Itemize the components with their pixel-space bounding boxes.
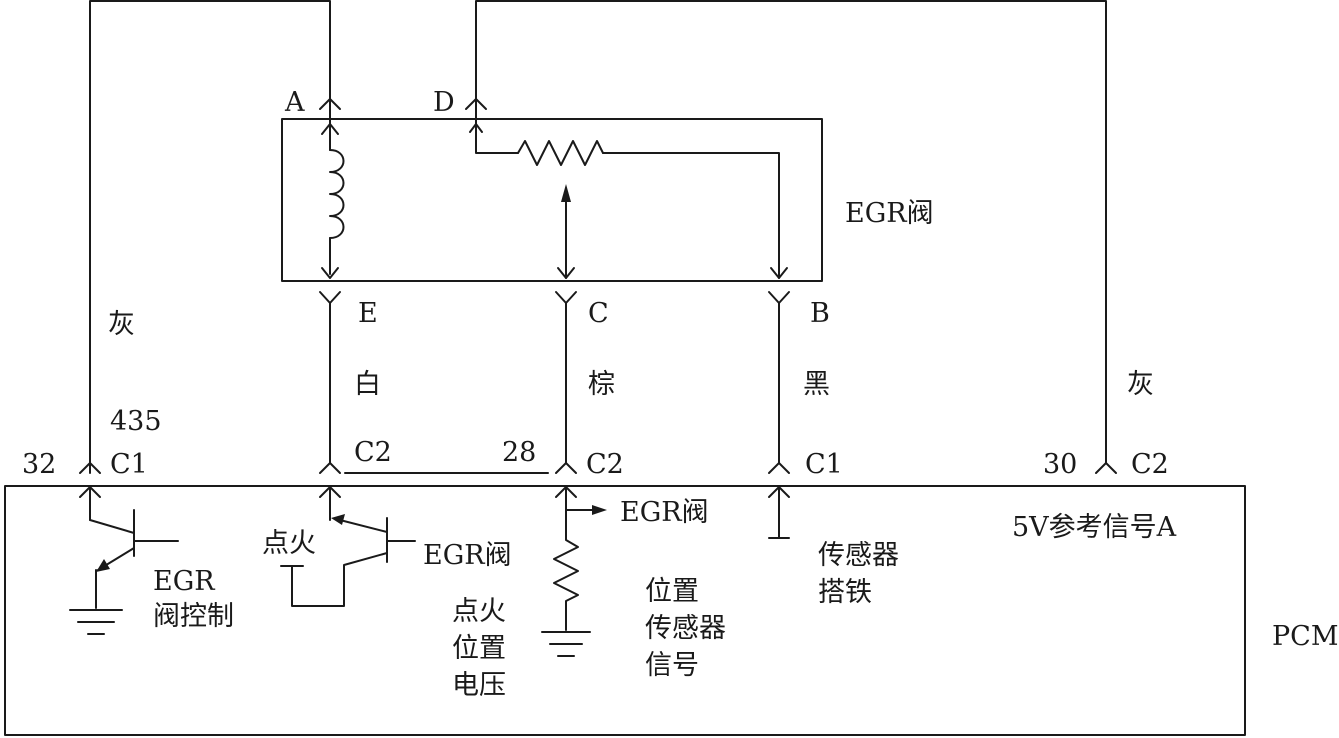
signal-resistor-icon xyxy=(553,486,607,631)
pin-c-label: C xyxy=(588,298,609,329)
pcm-pin-32: 32 xyxy=(22,449,56,480)
egr-driver-label: EGR阀 xyxy=(423,540,512,571)
connector-c2-right: C2 xyxy=(1131,449,1169,480)
position-sensor-label-3: 信号 xyxy=(645,650,699,681)
pin-b-label: B xyxy=(810,298,830,329)
pcm-connectors xyxy=(79,462,1117,474)
wire-circuit-number: 435 xyxy=(110,406,162,437)
connector-c1-b: C1 xyxy=(805,449,843,480)
solenoid-coil-icon xyxy=(321,123,345,279)
egr-control-label-2: 阀控制 xyxy=(153,601,234,632)
wire-color-brown: 棕 xyxy=(588,369,615,400)
pin-e-connector-icon xyxy=(319,291,341,304)
egr-valve-title: EGR阀 xyxy=(845,198,934,229)
pin-d-label: D xyxy=(433,87,455,118)
pin-c-connector-icon xyxy=(555,291,577,304)
wire-color-gray-right: 灰 xyxy=(1127,369,1154,400)
wire-gray-left xyxy=(89,0,331,474)
position-sensor-label-2: 传感器 xyxy=(645,613,726,644)
pin-a-label: A xyxy=(284,87,305,118)
reference-5v-label: 5V参考信号A xyxy=(1012,512,1177,543)
egr-control-label-1: EGR xyxy=(153,566,215,597)
potentiometer-icon xyxy=(469,123,788,279)
egr-control-transistor-icon xyxy=(89,486,179,609)
ignition-position-label-1: 点火 xyxy=(452,596,506,627)
connector-c2-c: C2 xyxy=(586,449,624,480)
ignition-position-label-2: 位置 xyxy=(452,633,506,664)
pcm-pin-28: 28 xyxy=(502,437,536,468)
sensor-ground-label-1: 传感器 xyxy=(818,540,899,571)
connector-c2-e: C2 xyxy=(354,437,392,468)
sensor-ground-label-2: 搭铁 xyxy=(818,577,872,608)
ground-icon xyxy=(69,609,123,635)
wire-color-gray-left: 灰 xyxy=(108,309,135,340)
egr-signal-label: EGR阀 xyxy=(620,497,709,528)
ignition-position-label-3: 电压 xyxy=(452,670,506,701)
pin-b-connector-icon xyxy=(768,291,790,304)
pin-e-label: E xyxy=(358,298,378,329)
pcm-box xyxy=(4,485,1246,736)
connector-c1-left: C1 xyxy=(110,449,148,480)
egr-driver-transistor-icon xyxy=(280,486,416,607)
pcm-pin-30: 30 xyxy=(1043,449,1077,480)
position-sensor-label-1: 位置 xyxy=(645,576,699,607)
wire-gray-right xyxy=(475,0,1107,464)
ground-icon xyxy=(541,631,591,657)
egr-valve-box xyxy=(281,118,823,282)
pcm-pin-arrows xyxy=(79,486,790,498)
wire-color-black: 黑 xyxy=(803,369,830,400)
ignition-label: 点火 xyxy=(262,528,316,559)
wire-color-white: 白 xyxy=(354,369,381,400)
pcm-label: PCM xyxy=(1272,621,1338,652)
